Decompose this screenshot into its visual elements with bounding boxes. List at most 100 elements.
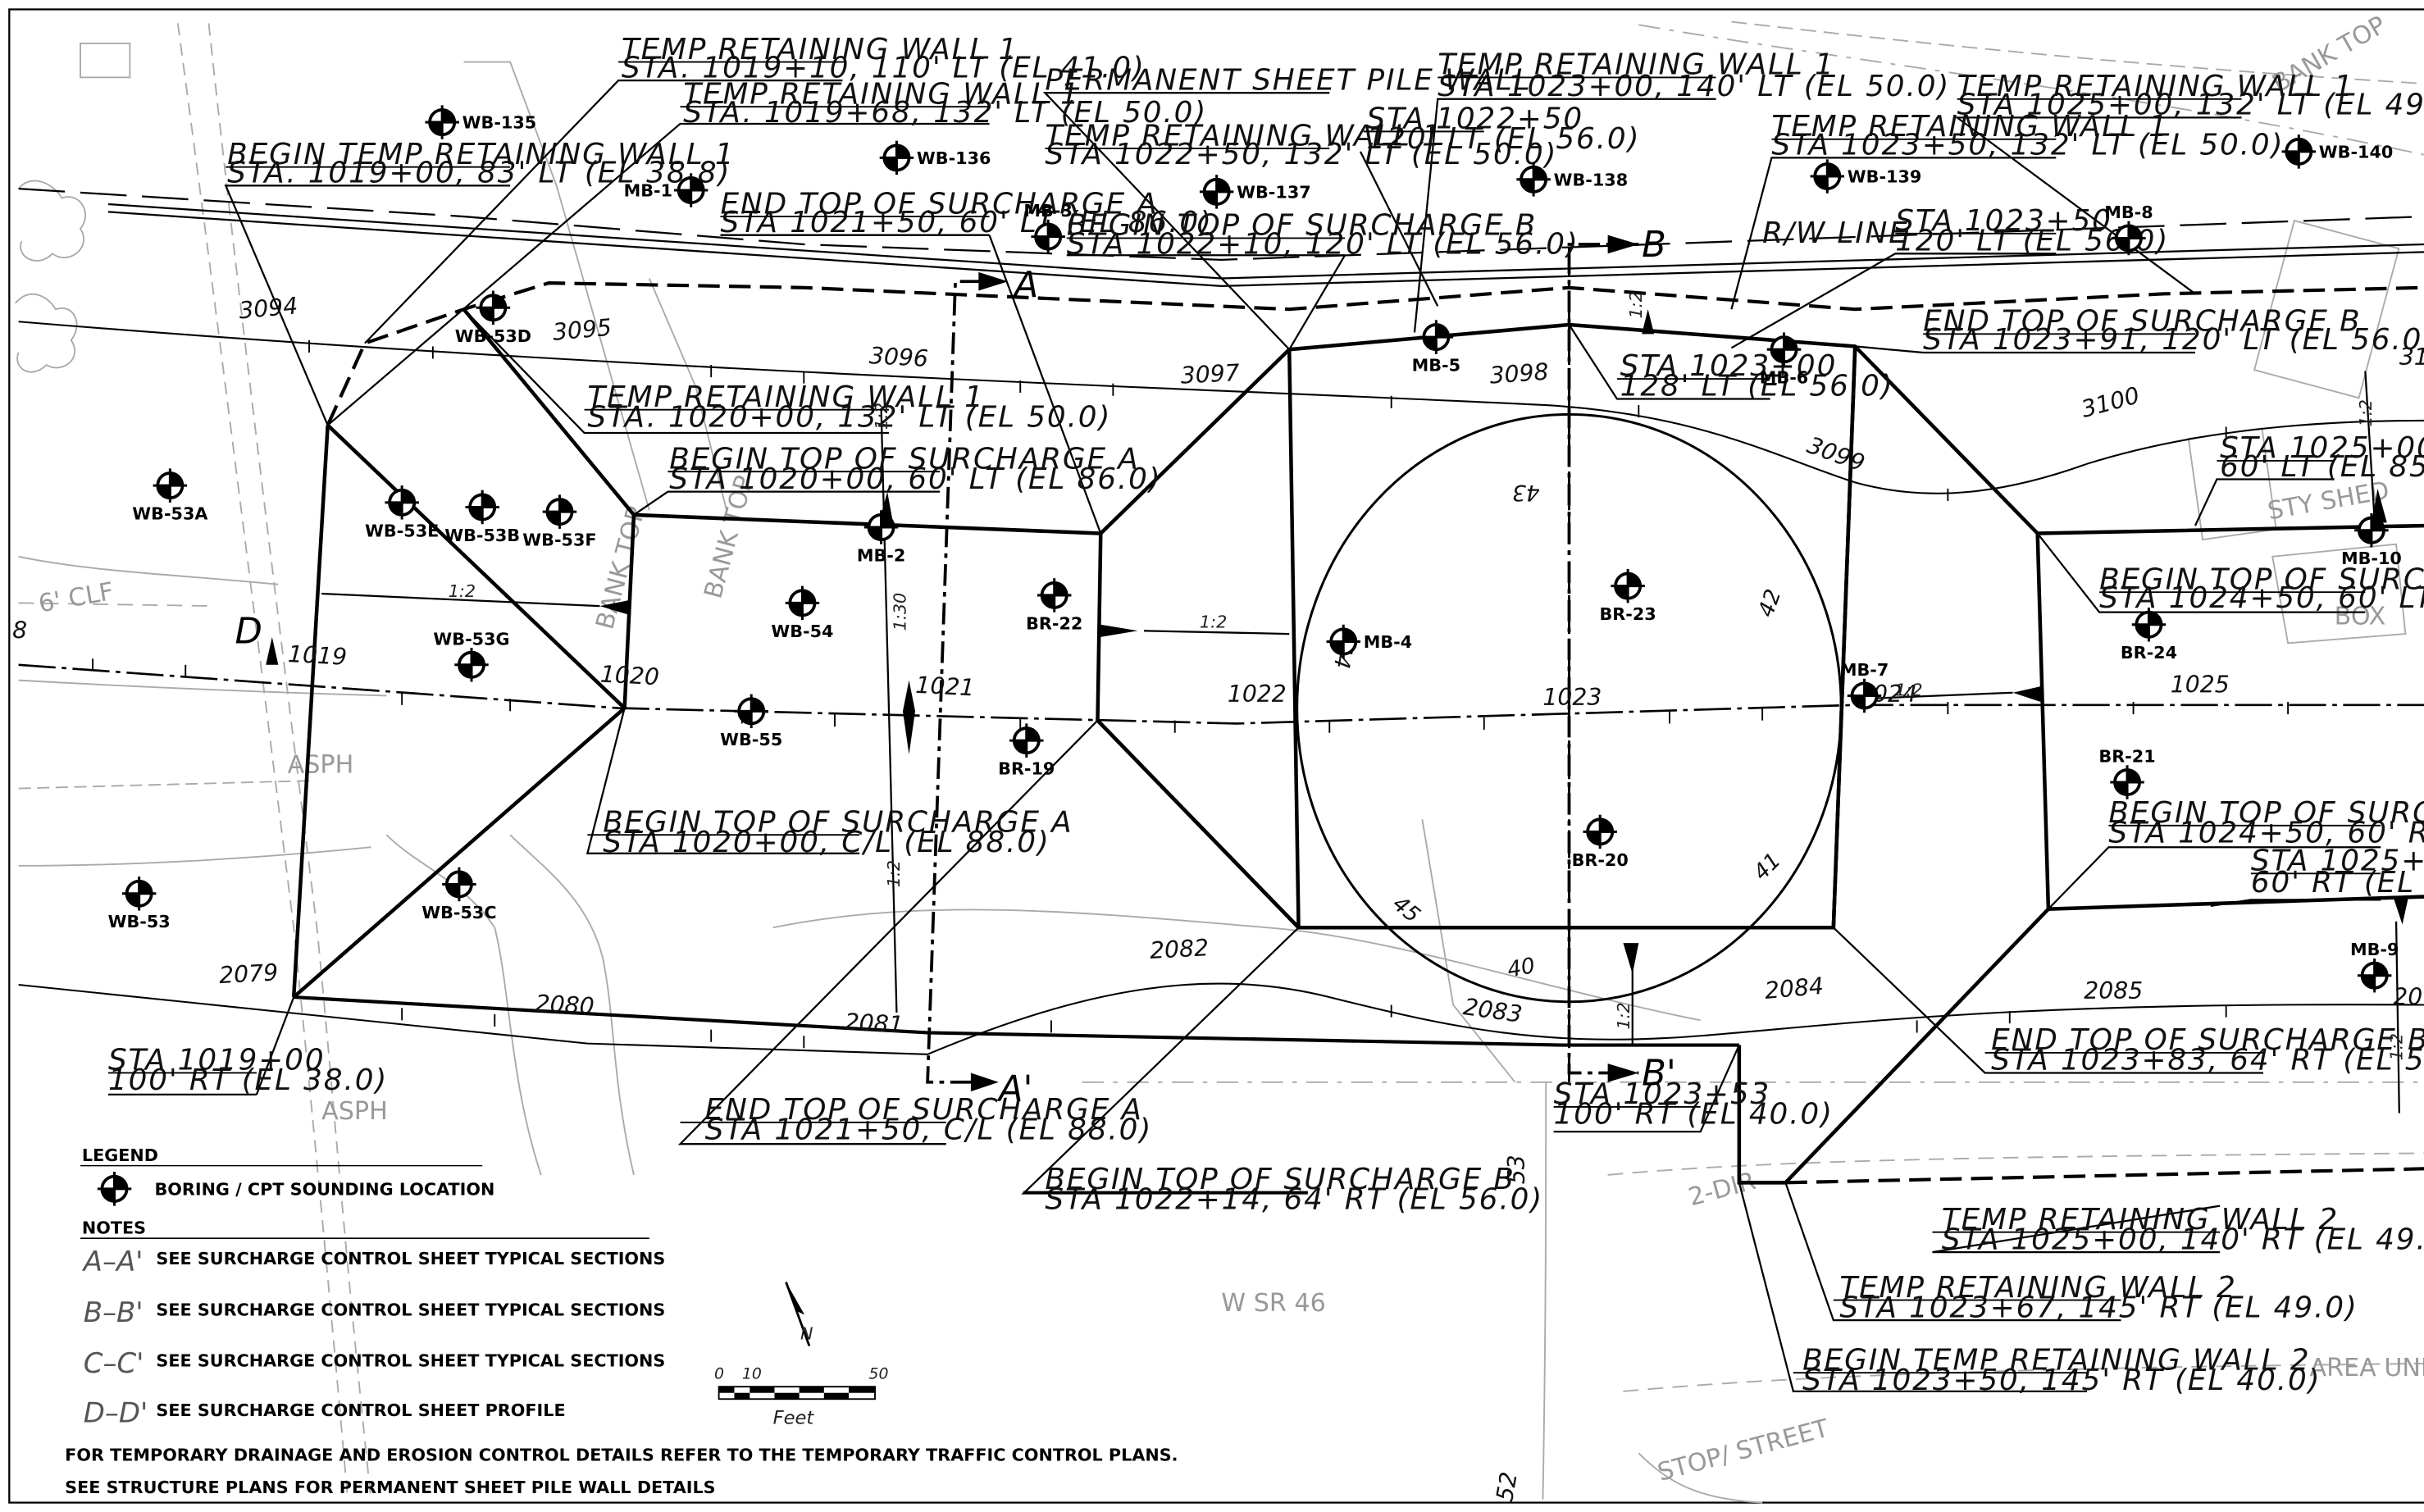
slope-label-9: 1:2 (2356, 399, 2376, 426)
circle-tick-45: 45 (1387, 891, 1424, 928)
boring-icon (1036, 576, 1073, 614)
legend-boring-label: BORING / CPT SOUNDING LOCATION (155, 1179, 495, 1199)
boring-label: WB-139 (1848, 167, 1922, 187)
boring-icon (383, 484, 421, 521)
callout-trw1-c-line1: TEMP RETAINING WALL 1 (1045, 119, 1442, 153)
callout-sta-1023-00-line1: STA 1023+00 (1620, 349, 1838, 383)
callout-begin-top-c-lt-line2: STA 1024+50, 60' LT (EL 85.5) (2099, 581, 2424, 615)
callout-begin-top-a-cl-line2: STA 1020+00, C/L (EL 88.0) (603, 826, 1050, 859)
callout-begin-top-a-cl-line1: BEGIN TOP OF SURCHARGE A (603, 805, 1073, 839)
slope-label-2: 1:2 (1200, 613, 1227, 632)
callout-end-top-b-lt-line1: END TOP OF SURCHARGE B (1923, 305, 2361, 339)
scale-50: 50 (868, 1366, 888, 1383)
callout-trw1-e-line2: STA 1023+50, 132' LT (EL 50.0) (1771, 129, 2284, 162)
callout-trw2-b-line1: TEMP RETAINING WALL 2 (1839, 1271, 2236, 1305)
note-b-id: B–B' (84, 1297, 144, 1329)
sta-2084: 2084 (1764, 972, 1825, 1004)
boring-label: MB-8 (2104, 203, 2153, 222)
boring-label: MB-9 (2350, 940, 2399, 959)
slope-label-1: 1:2 (449, 581, 476, 601)
boring-icon (1008, 722, 1046, 759)
callout-sta-1023-53-line1: STA 1023+53 (1554, 1077, 1771, 1111)
slope-label-6: 1:2 (1895, 680, 1922, 699)
callout-begin-top-a-lt-line2: STA 1020+00, 60' LT (EL 86.0) (669, 462, 1161, 496)
boring-icon (463, 488, 501, 526)
boring-label: WB-53B (444, 526, 520, 545)
boring-label: WB-55 (720, 730, 782, 749)
box-label: BOX (2335, 603, 2386, 631)
sta-2080: 2080 (535, 990, 595, 1020)
callout-sta-1019-00-rt-line1: STA 1019+00 (108, 1044, 326, 1077)
callout-end-top-a-cl-line2: STA 1021+50, C/L (EL 88.0) (705, 1114, 1153, 1147)
boring-label: WB-140 (2319, 142, 2394, 162)
note-d-text: SEE SURCHARGE CONTROL SHEET PROFILE (156, 1400, 565, 1420)
boring-label: MB-3 (1023, 201, 1072, 221)
callout-begin-top-b-line2: STA 1022+10, 120' LT (EL 56.0) (1067, 227, 1579, 261)
callout-begin-top-b-rt-line1: BEGIN TOP OF SURCHARGE B (1045, 1163, 1515, 1196)
sta-2079: 2079 (218, 959, 279, 989)
sta-53: 53 (1503, 1154, 1530, 1184)
callout-trw2-a-line1: TEMP RETAINING WALL 2 (1942, 1203, 2339, 1236)
scale-bar: 0 10 50 Feet (714, 1366, 889, 1429)
callout-end-top-a-line1: END TOP OF SURCHARGE A (721, 187, 1159, 221)
sta-3100: 3100 (2079, 381, 2143, 422)
sta-3099: 3099 (1804, 431, 1869, 477)
boring-icon (1581, 813, 1619, 850)
boring-icon (732, 692, 770, 730)
bank-top-label-1: BANK TOP (590, 503, 651, 632)
callout-end-top-a-line2: STA 1021+50, 60' LT (EL 86.0) (721, 206, 1213, 239)
callout-sta-1025-00-lt-line1: STA 1025+00 (2220, 431, 2424, 465)
stop-street-label: STOP/ STREET (1655, 1414, 1833, 1487)
boring-icon (453, 646, 490, 684)
slope-label-4: 1:2 (872, 403, 891, 430)
boring-label: BR-21 (2098, 747, 2155, 767)
slope-label-7: 1:2 (1626, 291, 1646, 318)
scale-10: 10 (742, 1366, 762, 1383)
legend: LEGEND BORING / CPT SOUNDING LOCATION NO… (65, 1145, 1178, 1497)
sta-2081: 2081 (844, 1009, 904, 1039)
sta-3096: 3096 (868, 342, 929, 372)
sta-52: 52 (1491, 1470, 1523, 1504)
roadway-lines (18, 188, 2424, 1055)
boring-label: WB-53C (421, 903, 496, 922)
footer-note-2: SEE STRUCTURE PLANS FOR PERMANENT SHEET … (65, 1478, 715, 1497)
callout-trw2-b-line2: STA 1023+67, 145' RT (EL 49.0) (1839, 1291, 2358, 1324)
boring-icon (1609, 567, 1647, 605)
boring-icon (1198, 173, 1236, 211)
boring-label: BR-23 (1600, 604, 1656, 624)
sta-8-partial: 8 (12, 617, 27, 644)
callout-sta-1022-50-line2: 120' LT (EL 56.0) (1367, 122, 1641, 156)
boring-icon (2356, 957, 2394, 995)
callout-end-top-a-cl-line1: END TOP OF SURCHARGE A (705, 1093, 1143, 1127)
boring-label: WB-137 (1237, 182, 1311, 202)
sta-1023: 1023 (1542, 684, 1602, 711)
callout-sta-1025-00-lt-line2: 60' LT (EL 85.5) (2220, 450, 2424, 484)
sta-1025: 1025 (2171, 672, 2230, 699)
boring-label: WB-53A (132, 504, 207, 524)
boring-label: BR-20 (1572, 850, 1629, 870)
boring-icon (1417, 318, 1455, 356)
boring-icon (121, 875, 158, 913)
note-a-id: A–A' (82, 1246, 144, 1278)
footer-note-1: FOR TEMPORARY DRAINAGE AND EROSION CONTR… (65, 1446, 1178, 1465)
callout-trw1-c-line2: STA 1022+50, 132' LT (EL 50.0) (1045, 138, 1557, 171)
temp-retaining-walls (326, 281, 2424, 1185)
callout-begin-trw1-line2: STA. 1019+00, 83' LT (EL 38.8) (227, 157, 731, 190)
boring-label: MB-6 (1760, 368, 1808, 388)
circle-tick-40: 40 (1506, 954, 1537, 982)
callout-trw1-a-line2: STA. 1019+10, 110' LT (EL 41.0) (622, 51, 1146, 84)
boring-icon (2108, 763, 2146, 801)
callout-begin-top-a-lt-line1: BEGIN TOP OF SURCHARGE A (669, 442, 1139, 476)
callout-end-top-b-rt-line2: STA 1023+83, 64' RT (EL 56.0) (1991, 1044, 2424, 1077)
slope-labels: 1:2 1:2 1:30 1:2 1:2 1:2 1:2 1:2 1:2 1:2 (449, 291, 2407, 1060)
sta-1020: 1020 (599, 661, 660, 691)
section-b: B (1642, 225, 1666, 266)
callout-begin-trw1-line1: BEGIN TEMP RETAINING WALL 1 (227, 138, 735, 171)
callout-trw1-e-line1: TEMP RETAINING WALL 1 (1771, 110, 2168, 143)
scale-units: Feet (773, 1407, 815, 1428)
sheet-border (8, 8, 2424, 1504)
callout-begin-top-c-rt-line1: BEGIN TOP OF SURCHARGE C (2108, 796, 2424, 830)
boring-label: BR-22 (1026, 613, 1082, 633)
callout-trw1-g-line1: TEMP RETAINING WALL 1 (587, 380, 984, 414)
